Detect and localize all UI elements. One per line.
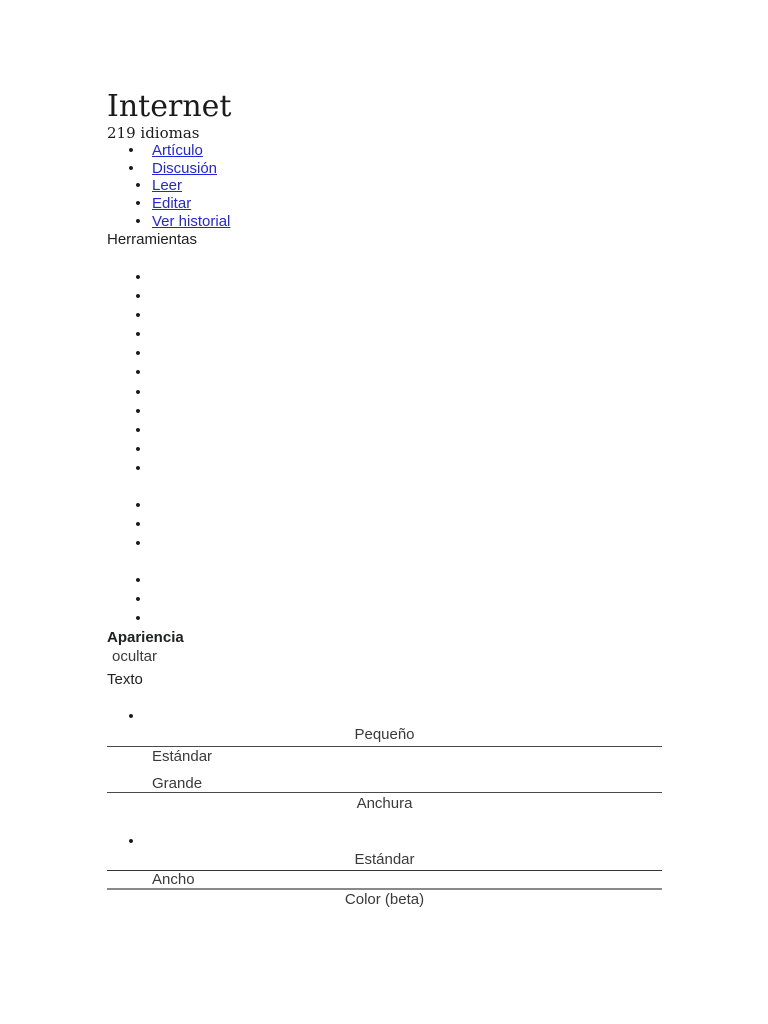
tools-empty-list-1: [107, 268, 662, 478]
divider: [107, 746, 662, 747]
empty-list-item: [107, 590, 662, 609]
width-section-bullet-list: [107, 832, 662, 851]
empty-list-item: [107, 440, 662, 459]
width-section-label: Anchura: [356, 795, 413, 812]
hide-appearance-button[interactable]: ocultar: [112, 648, 158, 665]
empty-list-item: [107, 832, 662, 851]
divider: [107, 870, 662, 871]
view-tab-ver-historial[interactable]: Ver historial: [152, 213, 231, 230]
empty-list-item: [107, 609, 662, 628]
text-size-option-standard[interactable]: Estándar: [152, 748, 213, 765]
width-option-wide[interactable]: Ancho: [152, 871, 195, 888]
color-section-label: Color (beta): [344, 891, 425, 908]
empty-list-item: [107, 707, 662, 726]
namespace-tabs-list: ArtículoDiscusión: [107, 142, 662, 177]
appearance-heading: Apariencia: [107, 629, 184, 646]
languages-count-label: 219 idiomas: [107, 124, 200, 142]
empty-list-item: [107, 325, 662, 344]
empty-list-item: [107, 515, 662, 534]
tools-empty-list-3: [107, 571, 662, 628]
empty-list-item: [107, 306, 662, 325]
empty-list-item: [107, 344, 662, 363]
page-title: Internet: [107, 89, 232, 124]
view-tab-leer[interactable]: Leer: [152, 177, 183, 194]
view-tab-editar[interactable]: Editar: [152, 195, 192, 212]
empty-list-item: [107, 496, 662, 515]
text-section-bullet-list: [107, 707, 662, 726]
empty-list-item: [107, 402, 662, 421]
text-size-option-large[interactable]: Grande: [152, 775, 203, 792]
divider: [107, 888, 662, 890]
tools-label: Herramientas: [107, 231, 198, 248]
list-item: Editar: [107, 195, 662, 213]
empty-list-item: [107, 268, 662, 287]
empty-list-item: [107, 421, 662, 440]
empty-list-item: [107, 459, 662, 478]
list-item: Ver historial: [107, 213, 662, 231]
empty-list-item: [107, 363, 662, 382]
view-actions-list: LeerEditarVer historial: [107, 177, 662, 231]
tools-empty-list-2: [107, 496, 662, 553]
list-item: Artículo: [107, 142, 662, 160]
text-size-option-small[interactable]: Pequeño: [354, 726, 415, 743]
list-item: Discusión: [107, 160, 662, 178]
namespace-tab-articulo[interactable]: Artículo: [152, 142, 203, 159]
empty-list-item: [107, 383, 662, 402]
empty-list-item: [107, 287, 662, 306]
namespace-tab-discusion[interactable]: Discusión: [152, 159, 218, 177]
empty-list-item: [107, 571, 662, 590]
empty-list-item: [107, 534, 662, 553]
text-section-label: Texto: [107, 671, 143, 688]
list-item: Leer: [107, 177, 662, 195]
width-option-standard[interactable]: Estándar: [354, 851, 415, 868]
divider: [107, 792, 662, 793]
